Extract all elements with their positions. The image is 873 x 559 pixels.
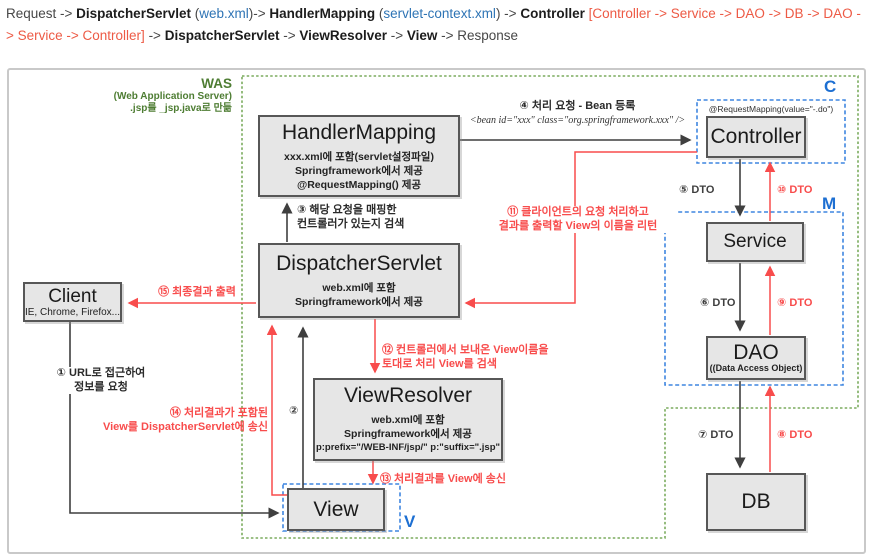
was-boundary [241, 75, 859, 539]
dto7-label: ⑦ DTO [698, 429, 734, 441]
step12-line: ⑫ 컨트롤러에서 보내온 View이름을 [382, 344, 549, 356]
step15-label: ⑮ 최종결과 출력 [158, 286, 236, 298]
handler-mapping-box: HandlerMapping xxx.xml에 포함(servlet설정파일) … [258, 115, 460, 197]
dto5-label: ⑤ DTO [679, 184, 715, 196]
flow-segment: View [406, 27, 438, 43]
controller-box: Controller [706, 116, 806, 158]
region-letter-c: C [824, 77, 837, 96]
view-resolver-box: ViewResolver web.xml에 포함 Springframework… [313, 378, 503, 461]
step12-label: ⑫ 컨트롤러에서 보내온 View이름을 토대로 처리 View를 검색 [382, 344, 548, 371]
flow-segment: Controller [520, 6, 585, 21]
flow-segment: -> [144, 27, 165, 43]
step1-line: ① URL로 접근하여 [56, 367, 146, 379]
view-title: View [313, 497, 359, 521]
view-box: View [287, 488, 385, 531]
handler-mapping-line: Springframework에서 제공 [295, 164, 423, 177]
flow-segment: DispatcherServlet [76, 6, 191, 21]
flow-summary-text: Request -> DispatcherServlet (web.xml)->… [6, 3, 864, 46]
dao-title: DAO [733, 341, 779, 364]
flow-segment: -> [279, 27, 300, 43]
flow-segment: servlet-context.xml [383, 6, 496, 21]
flow-segment: -> Response [437, 27, 519, 43]
dao-subtitle: ((Data Access Object) [709, 363, 803, 373]
flow-segment: web.xml [199, 6, 249, 21]
handler-mapping-line: xxx.xml에 포함(servlet설정파일) [284, 150, 434, 163]
step3-label: ③ 해당 요청을 매핑한 컨트롤러가 있는지 검색 [297, 204, 404, 231]
step14-line: View를 DispatcherServlet에 송신 [102, 420, 268, 433]
was-note: .jsp를 _jsp.java로 만듦 [130, 102, 232, 114]
client-box: Client IE, Chrome, Firefox... [23, 282, 122, 322]
step1-label: ① URL로 접근하여 정보를 요청 [46, 367, 156, 394]
region-letter-v: V [404, 512, 416, 531]
flow-segment: ) -> [495, 6, 521, 21]
step4-bean-label: <bean id="xxx" class="org.springframewor… [469, 115, 686, 126]
was-subtitle: (Web Application Server) [113, 91, 232, 102]
step3-line: ③ 해당 요청을 매핑한 [297, 204, 397, 216]
dispatcher-servlet-line: web.xml에 포함 [322, 282, 396, 294]
dispatcher-servlet-title: DispatcherServlet [276, 252, 442, 275]
step3-line: 컨트롤러가 있는지 검색 [297, 217, 405, 230]
step11-line: 결과를 출력할 View의 이름을 리턴 [498, 219, 658, 232]
dto6-label: ⑥ DTO [700, 297, 736, 309]
dto9-label: ⑨ DTO [777, 297, 813, 309]
step11-line: ⑪ 클라이언트의 요청 처리하고 [507, 206, 649, 218]
client-title: Client [48, 285, 97, 307]
flow-segment: Request -> [6, 6, 77, 21]
view-resolver-line: web.xml에 포함 [371, 414, 445, 426]
region-letter-m: M [822, 194, 837, 213]
flow-segment: ViewResolver [299, 27, 387, 43]
step11-label: ⑪ 클라이언트의 요청 처리하고 결과를 출력할 View의 이름을 리턴 [478, 206, 678, 233]
diagram-frame [7, 68, 866, 554]
step4-label: ④ 처리 요청 - Bean 등록 [519, 100, 636, 112]
step1-line: 정보를 요청 [74, 380, 128, 393]
flow-segment: [Controller -> Service -> DAO -> DB -> D… [6, 6, 861, 43]
step14-label: ⑭ 처리결과가 포함된 View를 DispatcherServlet에 송신 [86, 407, 268, 434]
was-title: WAS [201, 76, 232, 91]
flow-segment: DispatcherServlet [164, 27, 280, 43]
flow-segment: HandlerMapping [269, 6, 376, 21]
step14-line: ⑭ 처리결과가 포함된 [169, 407, 268, 419]
flow-segment: -> [386, 27, 407, 43]
db-title: DB [741, 490, 771, 513]
dispatcher-servlet-box: DispatcherServlet web.xml에 포함 Springfram… [258, 243, 460, 318]
flow-segment: ( [375, 6, 384, 21]
view-region-border [282, 483, 401, 532]
dto8-label: ⑧ DTO [777, 429, 813, 441]
service-box: Service [706, 222, 804, 262]
client-subtitle: IE, Chrome, Firefox... [24, 306, 121, 318]
view-resolver-line: Springframework에서 제공 [344, 428, 472, 440]
controller-title: Controller [710, 125, 802, 148]
flow-segment: )-> [248, 6, 270, 21]
was-label: WAS (Web Application Server) .jsp를 _jsp.… [58, 76, 232, 114]
dao-box: DAO ((Data Access Object) [706, 336, 806, 380]
handler-mapping-line: @RequestMapping() 제공 [296, 178, 422, 191]
service-title: Service [723, 231, 787, 252]
request-mapping-annotation: @RequestMapping(value="-.do") [708, 104, 834, 114]
dispatcher-servlet-line: Springframework에서 제공 [295, 296, 423, 308]
view-resolver-title: ViewResolver [344, 384, 472, 407]
flow-segment: ( [190, 6, 200, 21]
step13-label: ⑬ 처리결과를 View에 송신 [380, 473, 506, 485]
view-resolver-line: p:prefix="/WEB-INF/jsp/" p:"suffix=".jsp… [315, 442, 501, 453]
model-region-border [664, 211, 844, 386]
dto10-label: ⑩ DTO [777, 184, 813, 196]
arrow-step14-up [266, 324, 287, 496]
handler-mapping-title: HandlerMapping [281, 120, 437, 144]
step2-label: ② [289, 405, 299, 417]
db-box: DB [706, 473, 806, 531]
step12-line: 토대로 처리 View를 검색 [382, 357, 497, 370]
